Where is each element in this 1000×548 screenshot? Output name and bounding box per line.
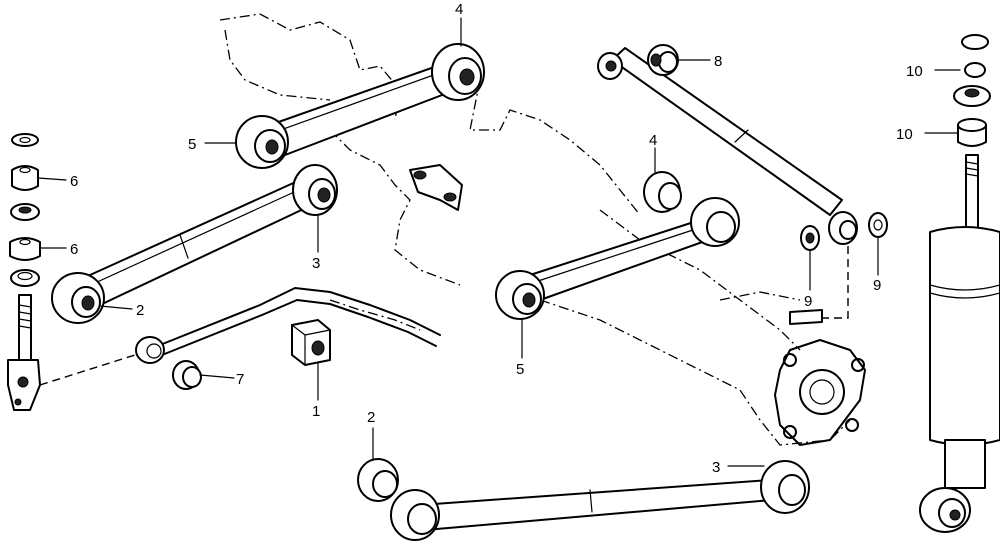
leader-lines <box>37 17 961 467</box>
bushing-8 <box>647 44 679 76</box>
callout-9-left: 9 <box>804 293 812 310</box>
bolt-path-dash <box>822 246 849 319</box>
link-stack-left <box>7 133 41 411</box>
callout-4-center: 4 <box>649 132 657 149</box>
callout-10-upper: 10 <box>906 63 923 80</box>
lower-control-arm-center <box>495 197 740 320</box>
stabilizer-bar <box>135 287 441 364</box>
callout-2-bottom: 2 <box>367 409 375 426</box>
upper-control-arm-right <box>597 47 858 245</box>
callout-9-right: 9 <box>873 277 881 294</box>
bushing-2-bottom <box>357 458 399 502</box>
callout-1: 1 <box>312 403 320 420</box>
bushing-4-center <box>643 171 682 213</box>
callout-10-lower: 10 <box>896 126 913 143</box>
upper-control-arm-left <box>235 43 485 169</box>
link-connector-dash <box>39 354 136 386</box>
axle-hub <box>774 339 866 446</box>
callout-labels: 4 5 3 2 1 7 6 6 8 4 5 9 9 10 10 2 3 <box>70 1 923 476</box>
callout-2-left: 2 <box>136 302 144 319</box>
bolt <box>789 309 823 325</box>
callout-4-top: 4 <box>455 1 463 18</box>
callout-6-lower: 6 <box>70 241 78 258</box>
lower-control-arm-bottom <box>390 460 810 541</box>
callout-8: 8 <box>714 53 722 70</box>
lower-control-arm-left <box>51 164 338 324</box>
chassis-phantom-outline <box>219 13 851 446</box>
callout-6-upper: 6 <box>70 173 78 190</box>
washer-9-right <box>868 212 888 238</box>
callout-5-center: 5 <box>516 361 524 378</box>
washer-9-left <box>800 225 820 251</box>
callout-3-bottom: 3 <box>712 459 720 476</box>
mount-bracket <box>409 164 463 211</box>
shock-absorber <box>919 34 1000 533</box>
callout-3-left: 3 <box>312 255 320 272</box>
callout-5-top: 5 <box>188 136 196 153</box>
stabilizer-bushing-1 <box>291 319 331 366</box>
bushing-7 <box>172 360 202 390</box>
callout-7: 7 <box>236 371 244 388</box>
